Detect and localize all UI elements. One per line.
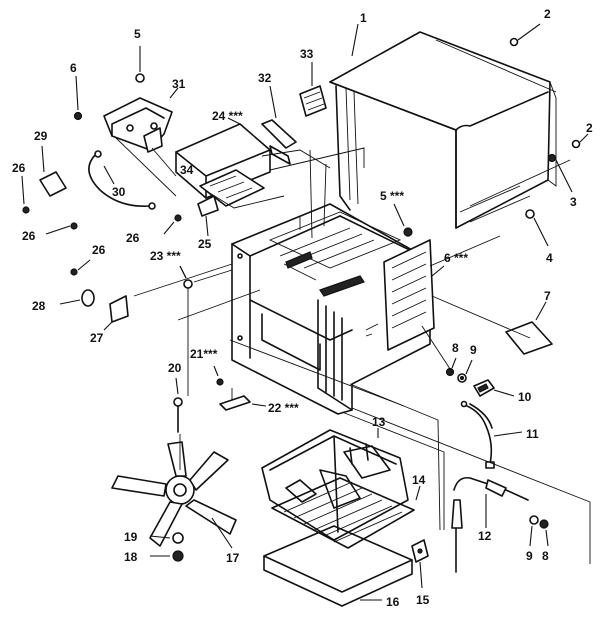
callout-22: 22 *** <box>268 401 299 415</box>
callout-23: 23 *** <box>150 249 181 263</box>
screw-2-side <box>571 133 589 149</box>
screw-5-top <box>135 46 145 83</box>
callout-5a: 5 <box>134 27 141 41</box>
shaft-20 <box>173 377 183 433</box>
tray-13 <box>261 428 409 541</box>
callout-29: 29 <box>34 129 48 143</box>
callout-13: 13 <box>372 415 386 429</box>
callout-31: 31 <box>172 77 186 91</box>
callout-26c: 26 <box>126 231 140 245</box>
screw-21 <box>213 365 224 386</box>
probe-12 <box>451 476 529 573</box>
callout-18: 18 <box>124 550 138 564</box>
callout-labels: 1 2 2 3 4 5 5 *** 6 6 *** 7 8 8 9 9 10 1… <box>12 7 593 609</box>
nut-8-lower <box>539 519 549 547</box>
callout-4: 4 <box>546 251 553 265</box>
callout-9b: 9 <box>526 549 533 563</box>
callout-30: 30 <box>112 185 126 199</box>
washer-19 <box>149 532 184 544</box>
wire-30 <box>88 150 156 210</box>
cover-plate-7 <box>505 301 553 355</box>
rack-14 <box>271 477 421 549</box>
bracket-22 <box>219 388 267 411</box>
callout-10: 10 <box>518 390 532 404</box>
bracket-31 <box>103 87 179 153</box>
callout-6a: 6 <box>70 61 77 75</box>
callout-27: 27 <box>90 331 104 345</box>
callout-26d: 26 <box>92 243 106 257</box>
callout-26b: 26 <box>22 229 36 243</box>
callout-7: 7 <box>544 289 551 303</box>
wire-harness-11 <box>460 400 523 469</box>
callout-3: 3 <box>570 195 577 209</box>
callout-5b: 5 *** <box>380 189 404 203</box>
callout-34: 34 <box>180 163 194 177</box>
callout-32: 32 <box>258 71 272 85</box>
callout-8b: 8 <box>542 549 549 563</box>
lamp-socket-27 <box>103 295 129 331</box>
pan-16 <box>263 525 413 607</box>
assembly-lines <box>115 137 591 564</box>
callout-14: 14 <box>412 473 426 487</box>
callout-1: 1 <box>360 11 367 25</box>
callout-20: 20 <box>168 361 182 375</box>
screw-26-left <box>21 175 30 214</box>
outer-cabinet <box>329 31 557 229</box>
lead-6-chassis <box>431 265 445 277</box>
screw-4 <box>525 209 549 247</box>
terminal-block-10 <box>473 379 515 397</box>
nut-8-upper <box>445 357 457 377</box>
callout-26a: 26 <box>12 161 26 175</box>
callout-2b: 2 <box>586 121 593 135</box>
nut-18 <box>150 550 184 562</box>
callout-12: 12 <box>478 529 492 543</box>
callout-25: 25 <box>198 237 212 251</box>
screw-2-top <box>509 23 541 47</box>
callout-17: 17 <box>226 551 240 565</box>
lead-23-chassis <box>179 265 187 279</box>
bracket-25 <box>197 195 219 237</box>
callout-28: 28 <box>32 299 46 313</box>
callout-2a: 2 <box>544 7 551 21</box>
lead-1-cabinet <box>351 23 359 57</box>
lamp-28 <box>59 289 95 307</box>
screw-6-top <box>73 75 83 121</box>
clip-15 <box>411 539 429 589</box>
callout-33: 33 <box>300 47 314 61</box>
callout-16: 16 <box>386 595 400 609</box>
callout-11: 11 <box>526 427 539 441</box>
callout-24: 24 *** <box>212 109 243 123</box>
callout-15: 15 <box>416 593 430 607</box>
screw-26-lamp <box>70 259 91 276</box>
callout-21: 21*** <box>190 347 218 361</box>
fan-17 <box>111 441 237 549</box>
washer-9-upper <box>457 359 473 383</box>
pad-33 <box>299 62 327 117</box>
oven-cavity-chassis <box>231 203 435 415</box>
callout-8a: 8 <box>452 341 459 355</box>
callout-9a: 9 <box>470 343 477 357</box>
screw-26-lower <box>45 222 78 235</box>
bracket-32 <box>261 85 297 165</box>
washer-9-lower <box>529 515 539 547</box>
callout-19: 19 <box>124 530 138 544</box>
switch-29 <box>39 145 67 197</box>
callout-6b: 6 *** <box>444 251 468 265</box>
screw-26-mid <box>163 214 182 235</box>
screw-5-chassis <box>393 203 413 237</box>
screw-3 <box>547 153 573 193</box>
